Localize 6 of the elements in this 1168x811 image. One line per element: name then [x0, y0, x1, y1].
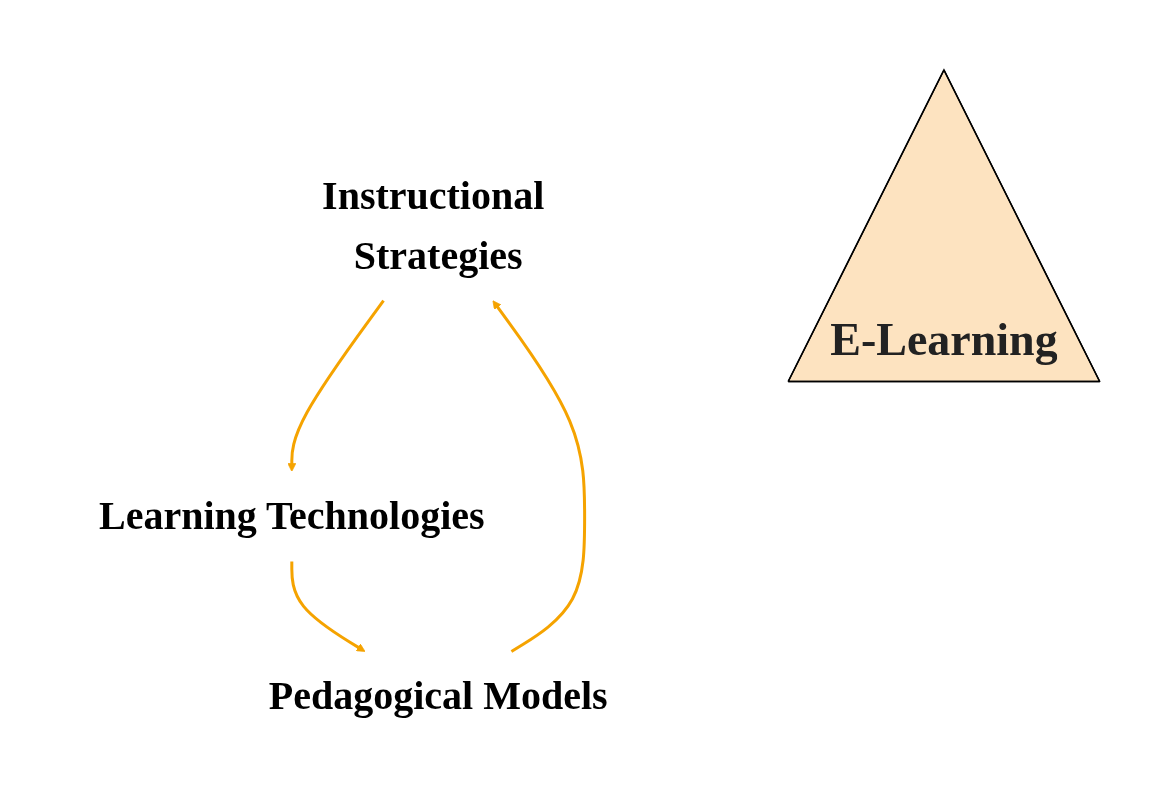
arrow [289, 561, 366, 652]
arrow [287, 299, 385, 472]
node-text: Learning Technologies [98, 493, 485, 539]
arrow [492, 300, 586, 653]
node-text: Instructional Strategies [321, 172, 544, 278]
node-text: Pedagogical Models [268, 673, 608, 719]
